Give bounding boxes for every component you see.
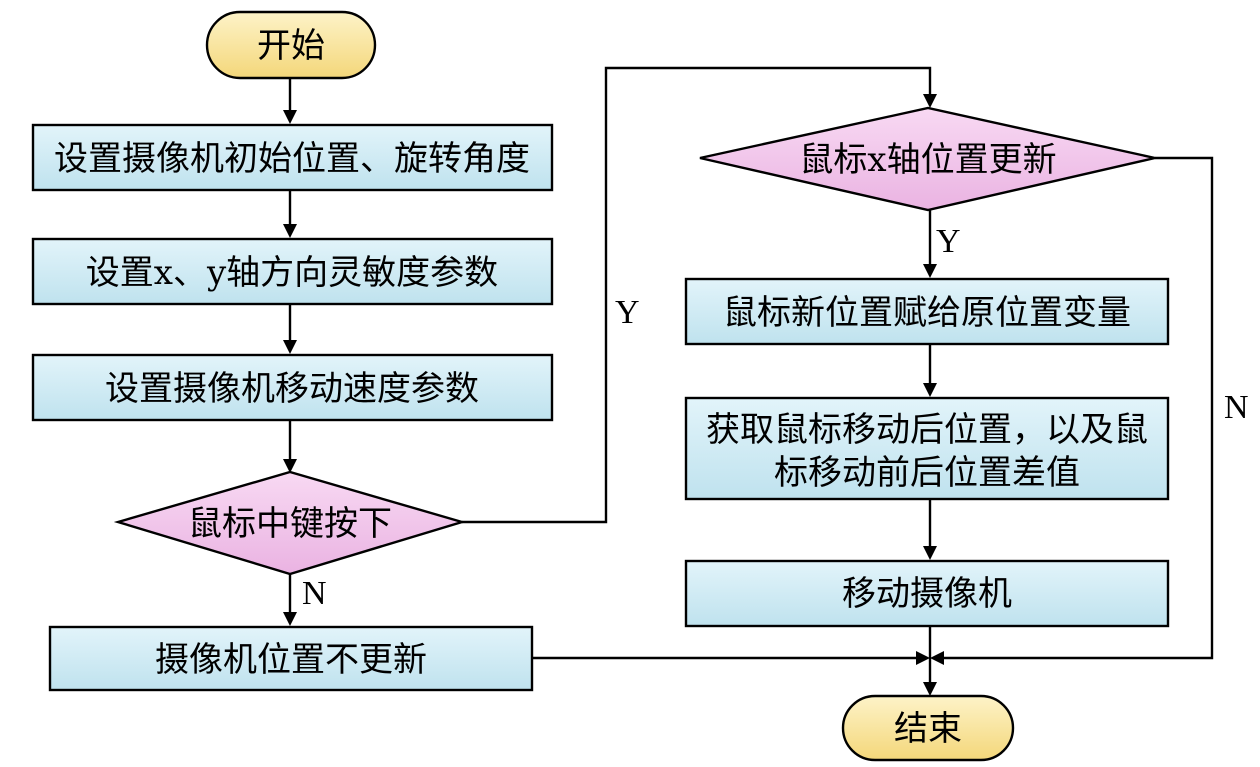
middle-no-label: N <box>302 575 327 612</box>
x-yes-label: Y <box>936 223 961 260</box>
move-speed-label: 设置摄像机移动速度参数 <box>105 369 479 409</box>
move-speed-box: 设置摄像机移动速度参数 <box>31 353 554 422</box>
get-position-box: 获取鼠标移动后位置，以及鼠 标移动前后位置差值 <box>684 396 1170 501</box>
get-position-label-line1: 获取鼠标移动后位置，以及鼠 <box>706 410 1148 450</box>
start-terminal: 开始 <box>205 10 377 80</box>
x-update-label: 鼠标x轴位置更新 <box>799 140 1056 180</box>
assign-position-label: 鼠标新位置赋给原位置变量 <box>723 293 1131 333</box>
no-update-box: 摄像机位置不更新 <box>48 625 534 692</box>
axis-sensitivity-box: 设置x、y轴方向灵敏度参数 <box>31 237 554 306</box>
move-camera-label: 移动摄像机 <box>842 574 1012 614</box>
move-camera-box: 移动摄像机 <box>684 559 1170 628</box>
init-camera-label: 设置摄像机初始位置、旋转角度 <box>54 139 530 179</box>
start-label: 开始 <box>257 26 325 66</box>
end-terminal: 结束 <box>841 694 1015 762</box>
connectors <box>283 66 1214 696</box>
assign-position-box: 鼠标新位置赋给原位置变量 <box>684 277 1170 346</box>
middle-button-label: 鼠标中键按下 <box>188 504 392 544</box>
x-no-label: N <box>1224 389 1249 426</box>
end-label: 结束 <box>894 709 962 749</box>
middle-yes-label: Y <box>615 294 640 331</box>
middle-button-decision: 鼠标中键按下 <box>113 470 467 576</box>
no-update-label: 摄像机位置不更新 <box>155 640 427 680</box>
x-update-decision: 鼠标x轴位置更新 <box>699 106 1156 212</box>
axis-sensitivity-label: 设置x、y轴方向灵敏度参数 <box>86 253 498 293</box>
init-camera-box: 设置摄像机初始位置、旋转角度 <box>31 123 554 192</box>
get-position-label-line2: 标移动前后位置差值 <box>774 453 1080 493</box>
